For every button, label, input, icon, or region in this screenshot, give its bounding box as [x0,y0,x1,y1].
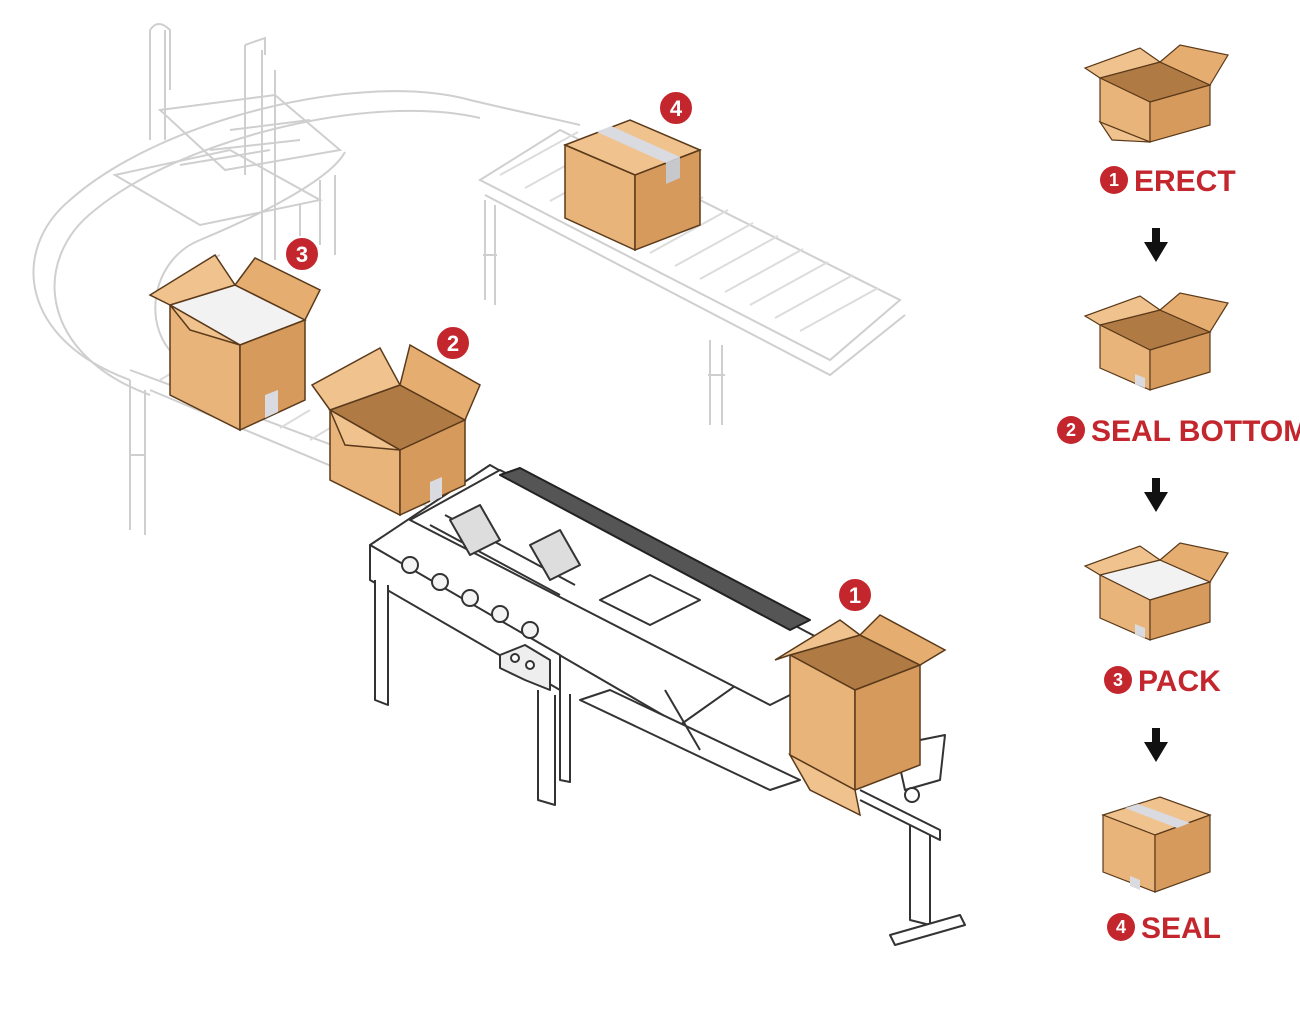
marker-1-number: 1 [849,583,861,608]
background-conveyor [32,23,906,535]
step-2-number: 2 [1066,420,1076,440]
marker-2: 2 [435,325,471,361]
step-3: 3 PACK [1104,665,1221,698]
step-2-label: SEAL BOTTOM [1091,415,1300,448]
step-3-number: 3 [1113,670,1123,690]
sealed-box-on-conveyor [563,119,702,252]
step-4-label: SEAL [1141,912,1221,945]
down-arrow-icon [1144,478,1168,512]
marker-3-number: 3 [296,242,308,267]
marker-1: 1 [837,577,873,613]
down-arrow-icon [1144,728,1168,762]
marker-2-number: 2 [447,331,459,356]
process-steps: 1 ERECT 2 SEAL BOTTOM [1057,44,1300,945]
erecting-box-on-machine [774,614,947,817]
box-erector-machine [369,464,966,946]
marker-4: 4 [658,90,694,126]
packed-box-on-conveyor [148,253,322,432]
sealed-box-icon [1101,796,1212,893]
step-3-label: PACK [1138,665,1221,698]
packed-box-icon [1083,542,1229,641]
open-box-on-conveyor [310,343,481,517]
diagram-markers: 1 2 3 4 [284,90,873,613]
open-box-icon [1083,44,1229,143]
marker-4-number: 4 [670,96,683,121]
step-1-number: 1 [1109,170,1119,190]
marker-3: 3 [284,236,320,272]
step-2: 2 SEAL BOTTOM [1057,415,1300,448]
step-4: 4 SEAL [1107,912,1221,945]
step-4-number: 4 [1116,917,1126,937]
down-arrow-icon [1144,228,1168,262]
step-1-label: ERECT [1134,165,1236,198]
step-1: 1 ERECT [1100,165,1236,198]
open-box-taped-bottom-icon [1083,292,1229,391]
